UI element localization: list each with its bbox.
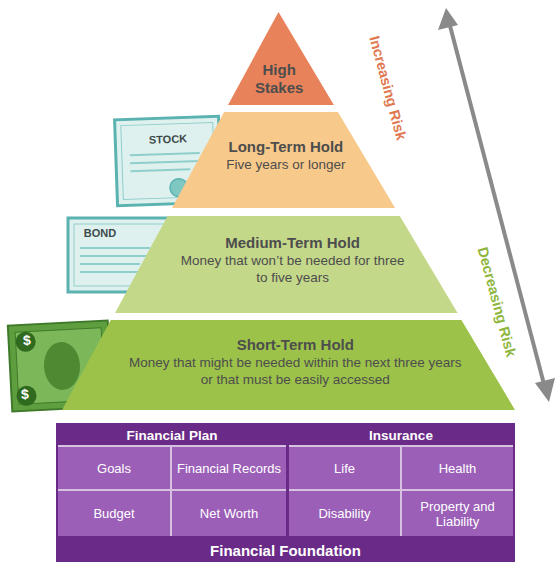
cell-label: Net Worth — [196, 504, 262, 523]
pyramid-apex: High Stakes — [228, 12, 334, 105]
cell-label: Goals — [93, 459, 135, 478]
band-heading: Long-Term Hold — [229, 138, 344, 156]
band-description: Money that won’t be needed for three to … — [177, 252, 409, 286]
foundation-cell: Disability — [289, 491, 400, 536]
cell-label: Financial Records — [173, 459, 285, 478]
cell-label: Disability — [314, 504, 374, 523]
pyramid-band: Medium-Term HoldMoney that won’t be need… — [115, 216, 458, 313]
foundation-panel: Financial FoundationFinancial PlanGoalsF… — [56, 423, 515, 562]
foundation-cell: Net Worth — [172, 491, 286, 536]
risk-label: Increasing Risk — [366, 34, 409, 142]
certificate-label: STOCK — [149, 132, 188, 145]
foundation-cell: Health — [402, 447, 513, 489]
cell-label: Life — [330, 459, 359, 478]
pyramid-band: Long-Term HoldFive years or longer — [172, 112, 395, 208]
cell-label: Budget — [89, 504, 138, 523]
band-fill — [228, 12, 334, 105]
foundation-cell: Budget — [58, 491, 170, 536]
foundation-group: InsuranceLife HealthDisability Property an… — [289, 425, 513, 536]
dollar-sign: $ — [23, 332, 32, 348]
foundation-cell: Goals — [58, 447, 170, 489]
cell-label: Property and Liability — [402, 497, 513, 531]
certificate-label: BOND — [84, 227, 116, 239]
cell-label: Health — [435, 459, 481, 478]
band-description: Money that might be needed within the ne… — [125, 354, 465, 388]
group-heading: Financial Plan — [58, 425, 286, 445]
band-heading: High Stakes — [239, 61, 319, 97]
band-heading: Short-Term Hold — [237, 336, 354, 354]
band-text: Short-Term HoldMoney that might be neede… — [125, 336, 465, 388]
foundation-group: Financial PlanGoals Financial RecordsBudg… — [58, 425, 286, 536]
band-text: Medium-Term HoldMoney that won’t be need… — [177, 234, 409, 286]
band-fill — [115, 216, 458, 313]
band-text: High Stakes — [239, 61, 319, 97]
band-description: Five years or longer — [226, 156, 345, 173]
foundation-cell: Financial Records — [172, 447, 286, 489]
band-heading: Medium-Term Hold — [225, 234, 360, 252]
foundation-cell: Property and Liability — [402, 491, 513, 536]
group-heading: Insurance — [289, 425, 513, 445]
pyramid-band: Short-Term HoldMoney that might be neede… — [62, 320, 515, 410]
foundation-cell: Life — [289, 447, 400, 489]
foundation-title: Financial Foundation — [56, 538, 515, 562]
dollar-sign: $ — [21, 386, 30, 402]
band-text: Long-Term HoldFive years or longer — [212, 138, 360, 173]
band-fill — [62, 320, 515, 410]
band-fill — [172, 112, 395, 208]
